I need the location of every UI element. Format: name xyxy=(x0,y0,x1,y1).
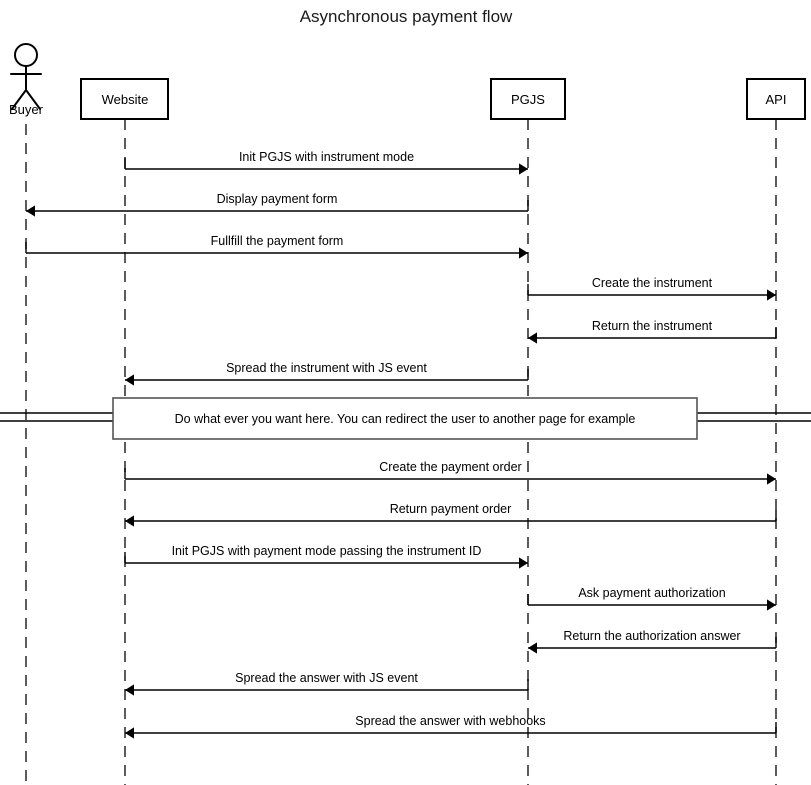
message-label: Init PGJS with instrument mode xyxy=(239,150,414,164)
message-label: Create the instrument xyxy=(592,276,713,290)
message-0: Init PGJS with instrument mode xyxy=(124,150,528,175)
message-label: Ask payment authorization xyxy=(578,586,725,600)
message-arrowhead xyxy=(26,205,35,217)
message-1: Display payment form xyxy=(26,192,529,217)
participant-buyer[interactable]: Buyer xyxy=(9,43,44,117)
participant-box-website[interactable] xyxy=(80,78,169,120)
message-arrowhead xyxy=(528,332,537,344)
message-arrowhead xyxy=(125,727,134,739)
message-12: Spread the answer with webhooks xyxy=(125,714,777,739)
message-label: Create the payment order xyxy=(379,460,521,474)
message-2: Fullfill the payment form xyxy=(25,234,528,259)
message-label: Display payment form xyxy=(217,192,338,206)
message-10: Return the authorization answer xyxy=(528,629,777,654)
message-label: Init PGJS with payment mode passing the … xyxy=(172,544,482,558)
message-label: Spread the instrument with JS event xyxy=(226,361,427,375)
message-label: Spread the answer with JS event xyxy=(235,671,418,685)
message-arrowhead xyxy=(767,289,776,301)
participant-label-buyer: Buyer xyxy=(9,102,44,117)
delay-divider: Do what ever you want here. You can redi… xyxy=(0,397,811,440)
message-arrowhead xyxy=(528,642,537,654)
divider-note-box[interactable] xyxy=(112,397,698,440)
participant-box-api[interactable] xyxy=(746,78,806,120)
message-arrowhead xyxy=(125,515,134,527)
message-6: Create the payment order xyxy=(124,460,776,485)
message-label: Spread the answer with webhooks xyxy=(355,714,545,728)
message-label: Return the instrument xyxy=(592,319,713,333)
participant-label-website: Website xyxy=(102,92,149,107)
message-7: Return payment order xyxy=(125,502,777,527)
participant-website[interactable]: Website xyxy=(80,78,169,120)
message-4: Return the instrument xyxy=(528,319,777,344)
message-arrowhead xyxy=(767,473,776,485)
message-arrowhead xyxy=(125,374,134,386)
message-label: Return payment order xyxy=(390,502,512,516)
participants-group: Buyer Website PGJS API xyxy=(9,43,806,120)
actor-icon-buyer xyxy=(10,43,42,110)
participant-label-pgjs: PGJS xyxy=(511,92,545,107)
participant-box-pgjs[interactable] xyxy=(490,78,566,120)
message-label: Fullfill the payment form xyxy=(211,234,344,248)
message-3: Create the instrument xyxy=(527,276,776,301)
participant-api[interactable]: API xyxy=(746,78,806,120)
message-arrowhead xyxy=(125,684,134,696)
message-8: Init PGJS with payment mode passing the … xyxy=(124,544,528,569)
divider-note-label: Do what ever you want here. You can redi… xyxy=(175,412,636,426)
participant-pgjs[interactable]: PGJS xyxy=(490,78,566,120)
message-arrowhead xyxy=(519,557,528,569)
message-label: Return the authorization answer xyxy=(563,629,740,643)
participant-label-api: API xyxy=(766,92,787,107)
message-arrowhead xyxy=(767,599,776,611)
message-arrowhead xyxy=(519,247,528,259)
lifelines-group xyxy=(25,119,777,785)
message-arrowhead xyxy=(519,163,528,175)
message-5: Spread the instrument with JS event xyxy=(125,361,529,386)
message-9: Ask payment authorization xyxy=(527,586,776,611)
message-11: Spread the answer with JS event xyxy=(125,671,529,696)
page-title: Asynchronous payment flow xyxy=(300,7,513,26)
